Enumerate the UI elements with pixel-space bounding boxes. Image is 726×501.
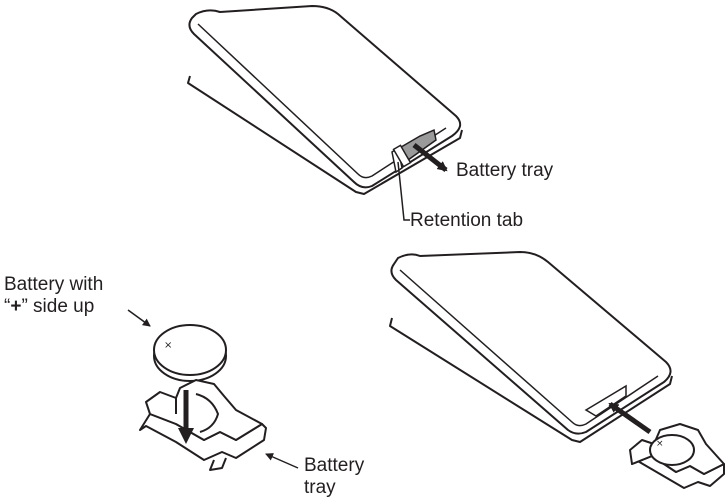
coin-battery (153, 324, 227, 382)
label-battery-tray-bottom-line1: Battery (304, 455, 365, 476)
label-retention-tab: Retention tab (410, 210, 524, 231)
tray-leader-arrow (265, 453, 299, 469)
retention-tab-leader (397, 161, 410, 221)
label-battery-with-line2: “+” side up (4, 296, 103, 318)
plus-marker-battery: × (164, 340, 172, 351)
label-battery-tray-top: Battery tray (456, 160, 554, 181)
pull-out-arrow (412, 143, 448, 172)
plus-marker-tray: × (656, 439, 664, 449)
insert-down-arrow (178, 390, 194, 444)
insert-arrow (608, 401, 652, 435)
remote-control-bottom (389, 251, 673, 443)
label-battery-with-line1: Battery with (4, 274, 104, 295)
label-battery-tray-bottom: Battery tray (304, 455, 364, 499)
battery-tray-right (629, 423, 725, 489)
remote-control-top (187, 5, 463, 195)
side-up-text: ” side up (21, 296, 95, 317)
plus-sign: + (10, 296, 22, 317)
battery-tray-left (139, 379, 267, 471)
open-quote: “ (4, 296, 11, 317)
label-battery-tray-bottom-line2: tray (304, 477, 336, 498)
label-battery-with: Battery with “+” side up (4, 274, 103, 318)
battery-slot-bottom (584, 384, 627, 417)
battery-leader-arrow (127, 309, 151, 327)
